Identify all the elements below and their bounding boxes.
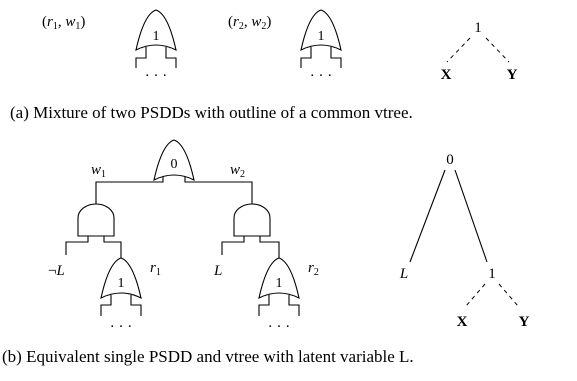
caption-b: (b) Equivalent single PSDD and vtree wit… (2, 347, 414, 366)
vtree-edge-x (465, 283, 486, 307)
weight-r2-r: r (233, 14, 239, 30)
vtree-a: 1 X Y (441, 20, 518, 83)
gate-wires (135, 47, 177, 68)
weight-r2-sub: 2 (239, 21, 244, 32)
vtree-edge-left (446, 37, 471, 63)
weight-w2-w: w (251, 14, 261, 30)
gate-value: 1 (153, 29, 160, 44)
vtree-edge-right (485, 37, 510, 63)
vtree-root-label: 0 (446, 152, 454, 168)
and-gate-icon (77, 203, 115, 237)
weight-w1-w: w (65, 14, 75, 30)
children-ellipsis: · · · (310, 68, 333, 84)
edge-weight-w1: w1 (91, 162, 106, 180)
literal-not-l: ¬L (48, 263, 65, 279)
weight-r1-r: r (47, 14, 53, 30)
psdd-component-2: (r2, w2) 1 · · · (228, 9, 342, 84)
svg-text:(r1, w1): (r1, w1) (42, 14, 85, 32)
gate-wires (300, 47, 342, 68)
sub-weight-r2: r2 (308, 260, 319, 278)
weight-w2-sub: 2 (261, 21, 266, 32)
edge-weight-w2: w2 (230, 162, 245, 180)
weight-w1-sub: 1 (75, 21, 80, 32)
children-ellipsis: · · · (110, 319, 133, 335)
vtree-leaf-l: L (399, 266, 408, 282)
vtree-leaf-x: X (457, 314, 468, 330)
gate-value: 1 (318, 29, 325, 44)
children-ellipsis: · · · (145, 68, 168, 84)
children-ellipsis: · · · (268, 319, 291, 335)
sub-gate-value-left: 1 (118, 276, 125, 291)
wire-right (184, 177, 253, 204)
caption-a: (a) Mixture of two PSDDs with outline of… (10, 103, 413, 122)
vtree-mid-label: 1 (488, 266, 496, 282)
and-wires-left (65, 236, 122, 258)
literal-l: L (213, 263, 222, 279)
vtree-leaf-x: X (441, 67, 452, 83)
and-gate-icon (233, 203, 271, 237)
weight-r1-sub: 1 (53, 21, 58, 32)
panel-b: 0 w1 w2 ¬L 1 r1 · · · L 1 r2 · · · 0 L (2, 139, 530, 366)
gate-wires (258, 295, 300, 316)
gate-wires (100, 295, 142, 316)
vtree-b: 0 L 1 X Y (399, 152, 530, 330)
and-wires-right (221, 236, 280, 258)
svg-text:(r2, w2): (r2, w2) (228, 14, 271, 32)
wire-left (95, 177, 164, 204)
vtree-edge-left (409, 169, 446, 263)
vtree-leaf-y: Y (507, 67, 518, 83)
sub-weight-r1: r1 (150, 260, 161, 278)
vtree-root-label: 1 (474, 20, 482, 36)
panel-a: (r1, w1) 1 · · · (r2, w2) 1 · · · 1 X Y … (10, 9, 518, 122)
psdd-component-1: (r1, w1) 1 · · · (42, 9, 177, 84)
vtree-edge-y (498, 283, 519, 307)
root-gate-value: 0 (171, 157, 178, 172)
vtree-leaf-y: Y (519, 314, 530, 330)
vtree-edge-right (454, 169, 488, 263)
sub-gate-value-right: 1 (276, 276, 283, 291)
